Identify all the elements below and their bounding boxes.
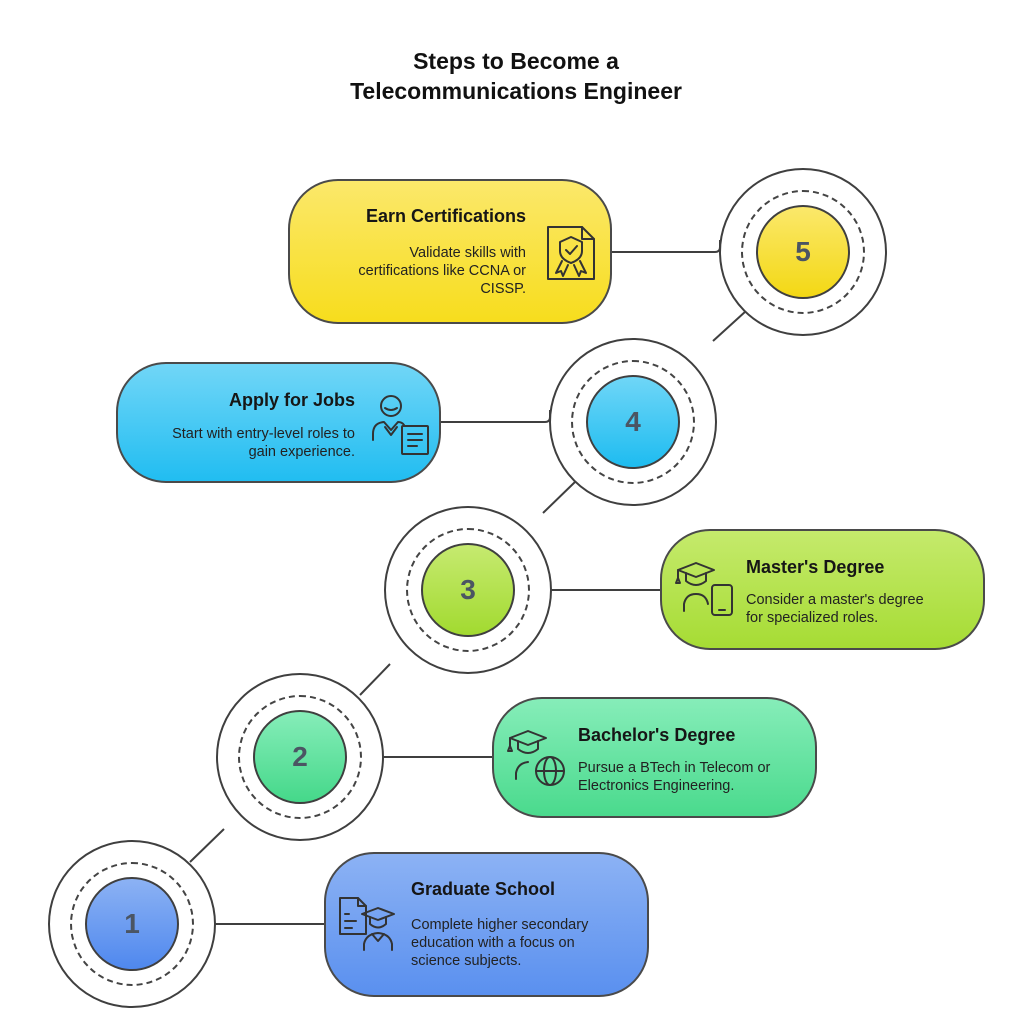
graduate-globe-icon	[507, 730, 565, 786]
step-1-dashed-ring	[70, 862, 194, 986]
step-3-number: 3	[460, 574, 476, 605]
step-5-title: Earn Certifications	[365, 206, 526, 226]
step-2-title: Bachelor's Degree	[578, 725, 736, 745]
step-3-dashed-ring	[406, 528, 530, 652]
connector-4	[440, 410, 551, 423]
step-4-number-badge: 4	[586, 375, 680, 469]
link-3-4	[542, 480, 577, 514]
step-4-card: Apply for Jobs Start with entry-level ro…	[116, 362, 441, 483]
graduate-phone-icon	[675, 562, 733, 616]
step-2-desc-line-2: Electronics Engineering.	[578, 778, 735, 794]
link-4-5	[712, 310, 747, 342]
step-1-card: Graduate School Complete higher secondar…	[324, 852, 649, 997]
title-line-2: Telecommunications Engineer	[350, 78, 682, 104]
step-1-desc-line-2: education with a focus on	[411, 935, 575, 951]
step-5-desc-line-1: Validate skills with	[409, 245, 526, 261]
step-4-description: Start with entry-level roles to gain exp…	[135, 425, 355, 461]
step-4-desc-line-2: gain experience.	[248, 444, 355, 460]
title-line-1: Steps to Become a	[413, 48, 619, 74]
link-2-3	[359, 663, 391, 696]
certificate-badge-icon	[547, 226, 595, 280]
step-5-card: Earn Certifications Validate skills with…	[288, 179, 612, 324]
link-1-2	[189, 828, 225, 863]
step-2-number: 2	[292, 741, 308, 772]
step-3-description: Consider a master's degree for specializ…	[746, 591, 976, 627]
connector-5	[610, 240, 721, 253]
step-4-desc-line-1: Start with entry-level roles to	[172, 426, 355, 442]
step-5-desc-line-3: CISSP.	[480, 281, 526, 297]
step-3-title: Master's Degree	[746, 557, 885, 577]
step-2-card: Bachelor's Degree Pursue a BTech in Tele…	[492, 697, 817, 818]
step-3-desc-line-2: for specialized roles.	[746, 610, 879, 626]
step-2-dashed-ring	[238, 695, 362, 819]
document-graduate-icon	[339, 897, 395, 951]
step-1-desc-line-1: Complete higher secondary	[411, 917, 589, 933]
step-5-number-badge: 5	[756, 205, 850, 299]
step-4-number: 4	[625, 406, 641, 437]
step-2-desc-line-1: Pursue a BTech in Telecom or	[578, 760, 771, 776]
step-1-title: Graduate School	[411, 879, 556, 899]
step-5-desc-line-2: certifications like CCNA or	[358, 263, 526, 279]
step-5-description: Validate skills with certifications like…	[306, 244, 526, 298]
step-1-number: 1	[124, 908, 140, 939]
step-2-description: Pursue a BTech in Telecom or Electronics…	[578, 759, 808, 795]
step-5-number: 5	[795, 236, 811, 267]
step-3-card: Master's Degree Consider a master's degr…	[660, 529, 985, 650]
step-5-dashed-ring	[741, 190, 865, 314]
job-applicant-icon	[372, 395, 429, 455]
step-3-desc-line-1: Consider a master's degree	[746, 592, 924, 608]
step-3-number-badge: 3	[421, 543, 515, 637]
diagram-title: Steps to Become a Telecommunications Eng…	[0, 46, 1032, 106]
step-4-title: Apply for Jobs	[228, 390, 355, 410]
step-2-number-badge: 2	[253, 710, 347, 804]
step-1-desc-line-3: science subjects.	[411, 953, 522, 969]
step-1-number-badge: 1	[85, 877, 179, 971]
step-1-description: Complete higher secondary education with…	[411, 916, 641, 970]
step-4-dashed-ring	[571, 360, 695, 484]
